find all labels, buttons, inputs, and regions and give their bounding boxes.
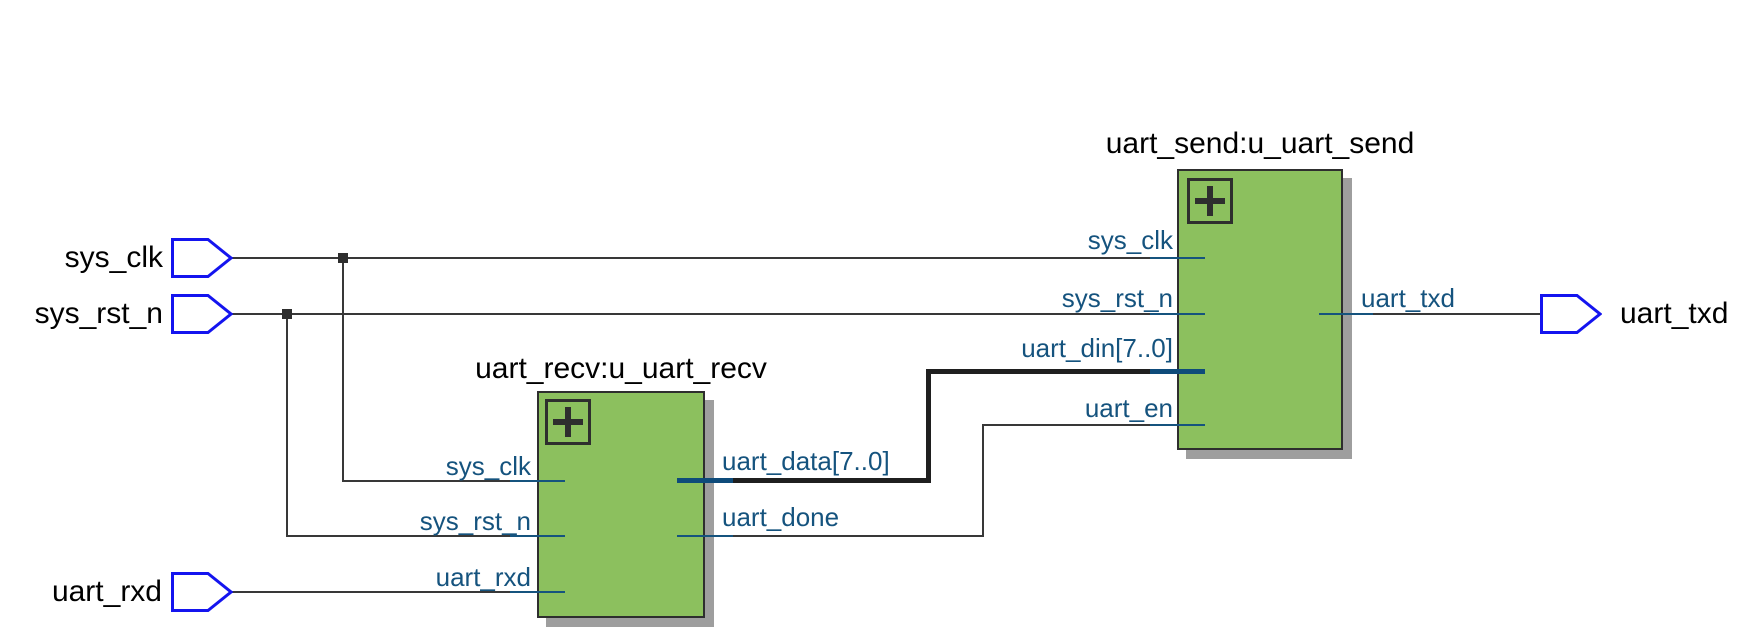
net-sys-rst-n-main[interactable] — [232, 313, 1150, 315]
input-pin-symbol-uart-rxd[interactable] — [171, 572, 233, 612]
uart-recv-port-label-sys-rst-n: sys_rst_n — [419, 506, 531, 536]
input-pin-label-sys-rst-n: sys_rst_n — [34, 297, 163, 330]
net-uart-txd[interactable] — [1373, 313, 1540, 315]
net-uart-done-v[interactable] — [982, 424, 984, 537]
uart-recv-port-label-sys-clk: sys_clk — [445, 451, 531, 481]
uart-recv-port-stub-uart-done — [677, 535, 733, 537]
uart-send-port-label-uart-din: uart_din[7..0] — [1021, 333, 1173, 363]
uart-send-block[interactable] — [1177, 169, 1343, 450]
uart-recv-title: uart_recv:u_uart_recv — [475, 352, 767, 385]
uart-recv-port-label-uart-rxd: uart_rxd — [435, 562, 531, 592]
input-pin-label-uart-rxd: uart_rxd — [51, 575, 162, 608]
bus-uart-data-h2[interactable] — [926, 369, 1153, 374]
net-uart-rxd[interactable] — [232, 591, 510, 593]
junction-dot-sys-clk — [338, 253, 348, 263]
uart-send-port-label-uart-en: uart_en — [1084, 393, 1173, 423]
net-uart-done-h[interactable] — [733, 535, 983, 537]
uart-recv-port-stub-uart-data — [677, 478, 733, 483]
uart-send-port-label-uart-txd: uart_txd — [1361, 283, 1455, 313]
uart-recv-port-label-uart-data: uart_data[7..0] — [722, 446, 890, 476]
uart-recv-block[interactable] — [537, 391, 705, 618]
uart-send-title: uart_send:u_uart_send — [1105, 127, 1415, 160]
input-pin-symbol-sys-clk[interactable] — [171, 238, 233, 278]
uart-send-port-stub-uart-txd — [1319, 313, 1373, 315]
uart-send-expand-plus-icon[interactable] — [1187, 178, 1233, 224]
net-sys-clk-drop[interactable] — [342, 257, 344, 481]
net-sys-rst-n-branch[interactable] — [286, 535, 510, 537]
uart-recv-port-stub-sys-clk — [510, 480, 565, 482]
output-pin-symbol-uart-txd[interactable] — [1540, 294, 1602, 334]
input-pin-symbol-sys-rst-n[interactable] — [171, 294, 233, 334]
uart-recv-expand-plus-icon[interactable] — [545, 399, 591, 445]
output-pin-label-uart-txd: uart_txd — [1620, 297, 1729, 330]
junction-dot-sys-rst-n — [282, 309, 292, 319]
uart-send-port-stub-uart-din — [1150, 369, 1205, 374]
input-pin-label-sys-clk: sys_clk — [64, 241, 163, 274]
uart-recv-port-stub-sys-rst-n — [510, 535, 565, 537]
uart-send-port-stub-uart-en — [1150, 424, 1205, 426]
uart-send-port-stub-sys-rst-n — [1150, 313, 1205, 315]
net-sys-clk-main[interactable] — [232, 257, 1150, 259]
net-sys-rst-n-drop[interactable] — [286, 313, 288, 536]
bus-uart-data-h1[interactable] — [733, 478, 929, 483]
net-uart-en-h[interactable] — [982, 424, 1150, 426]
uart-send-port-stub-sys-clk — [1150, 257, 1205, 259]
net-sys-clk-branch[interactable] — [342, 480, 510, 482]
bus-uart-data-v[interactable] — [926, 369, 931, 483]
uart-send-port-label-sys-clk: sys_clk — [1087, 225, 1173, 255]
uart-send-port-label-sys-rst-n: sys_rst_n — [1061, 283, 1173, 313]
uart-recv-port-label-uart-done: uart_done — [722, 502, 840, 532]
uart-recv-port-stub-uart-rxd — [510, 591, 565, 593]
